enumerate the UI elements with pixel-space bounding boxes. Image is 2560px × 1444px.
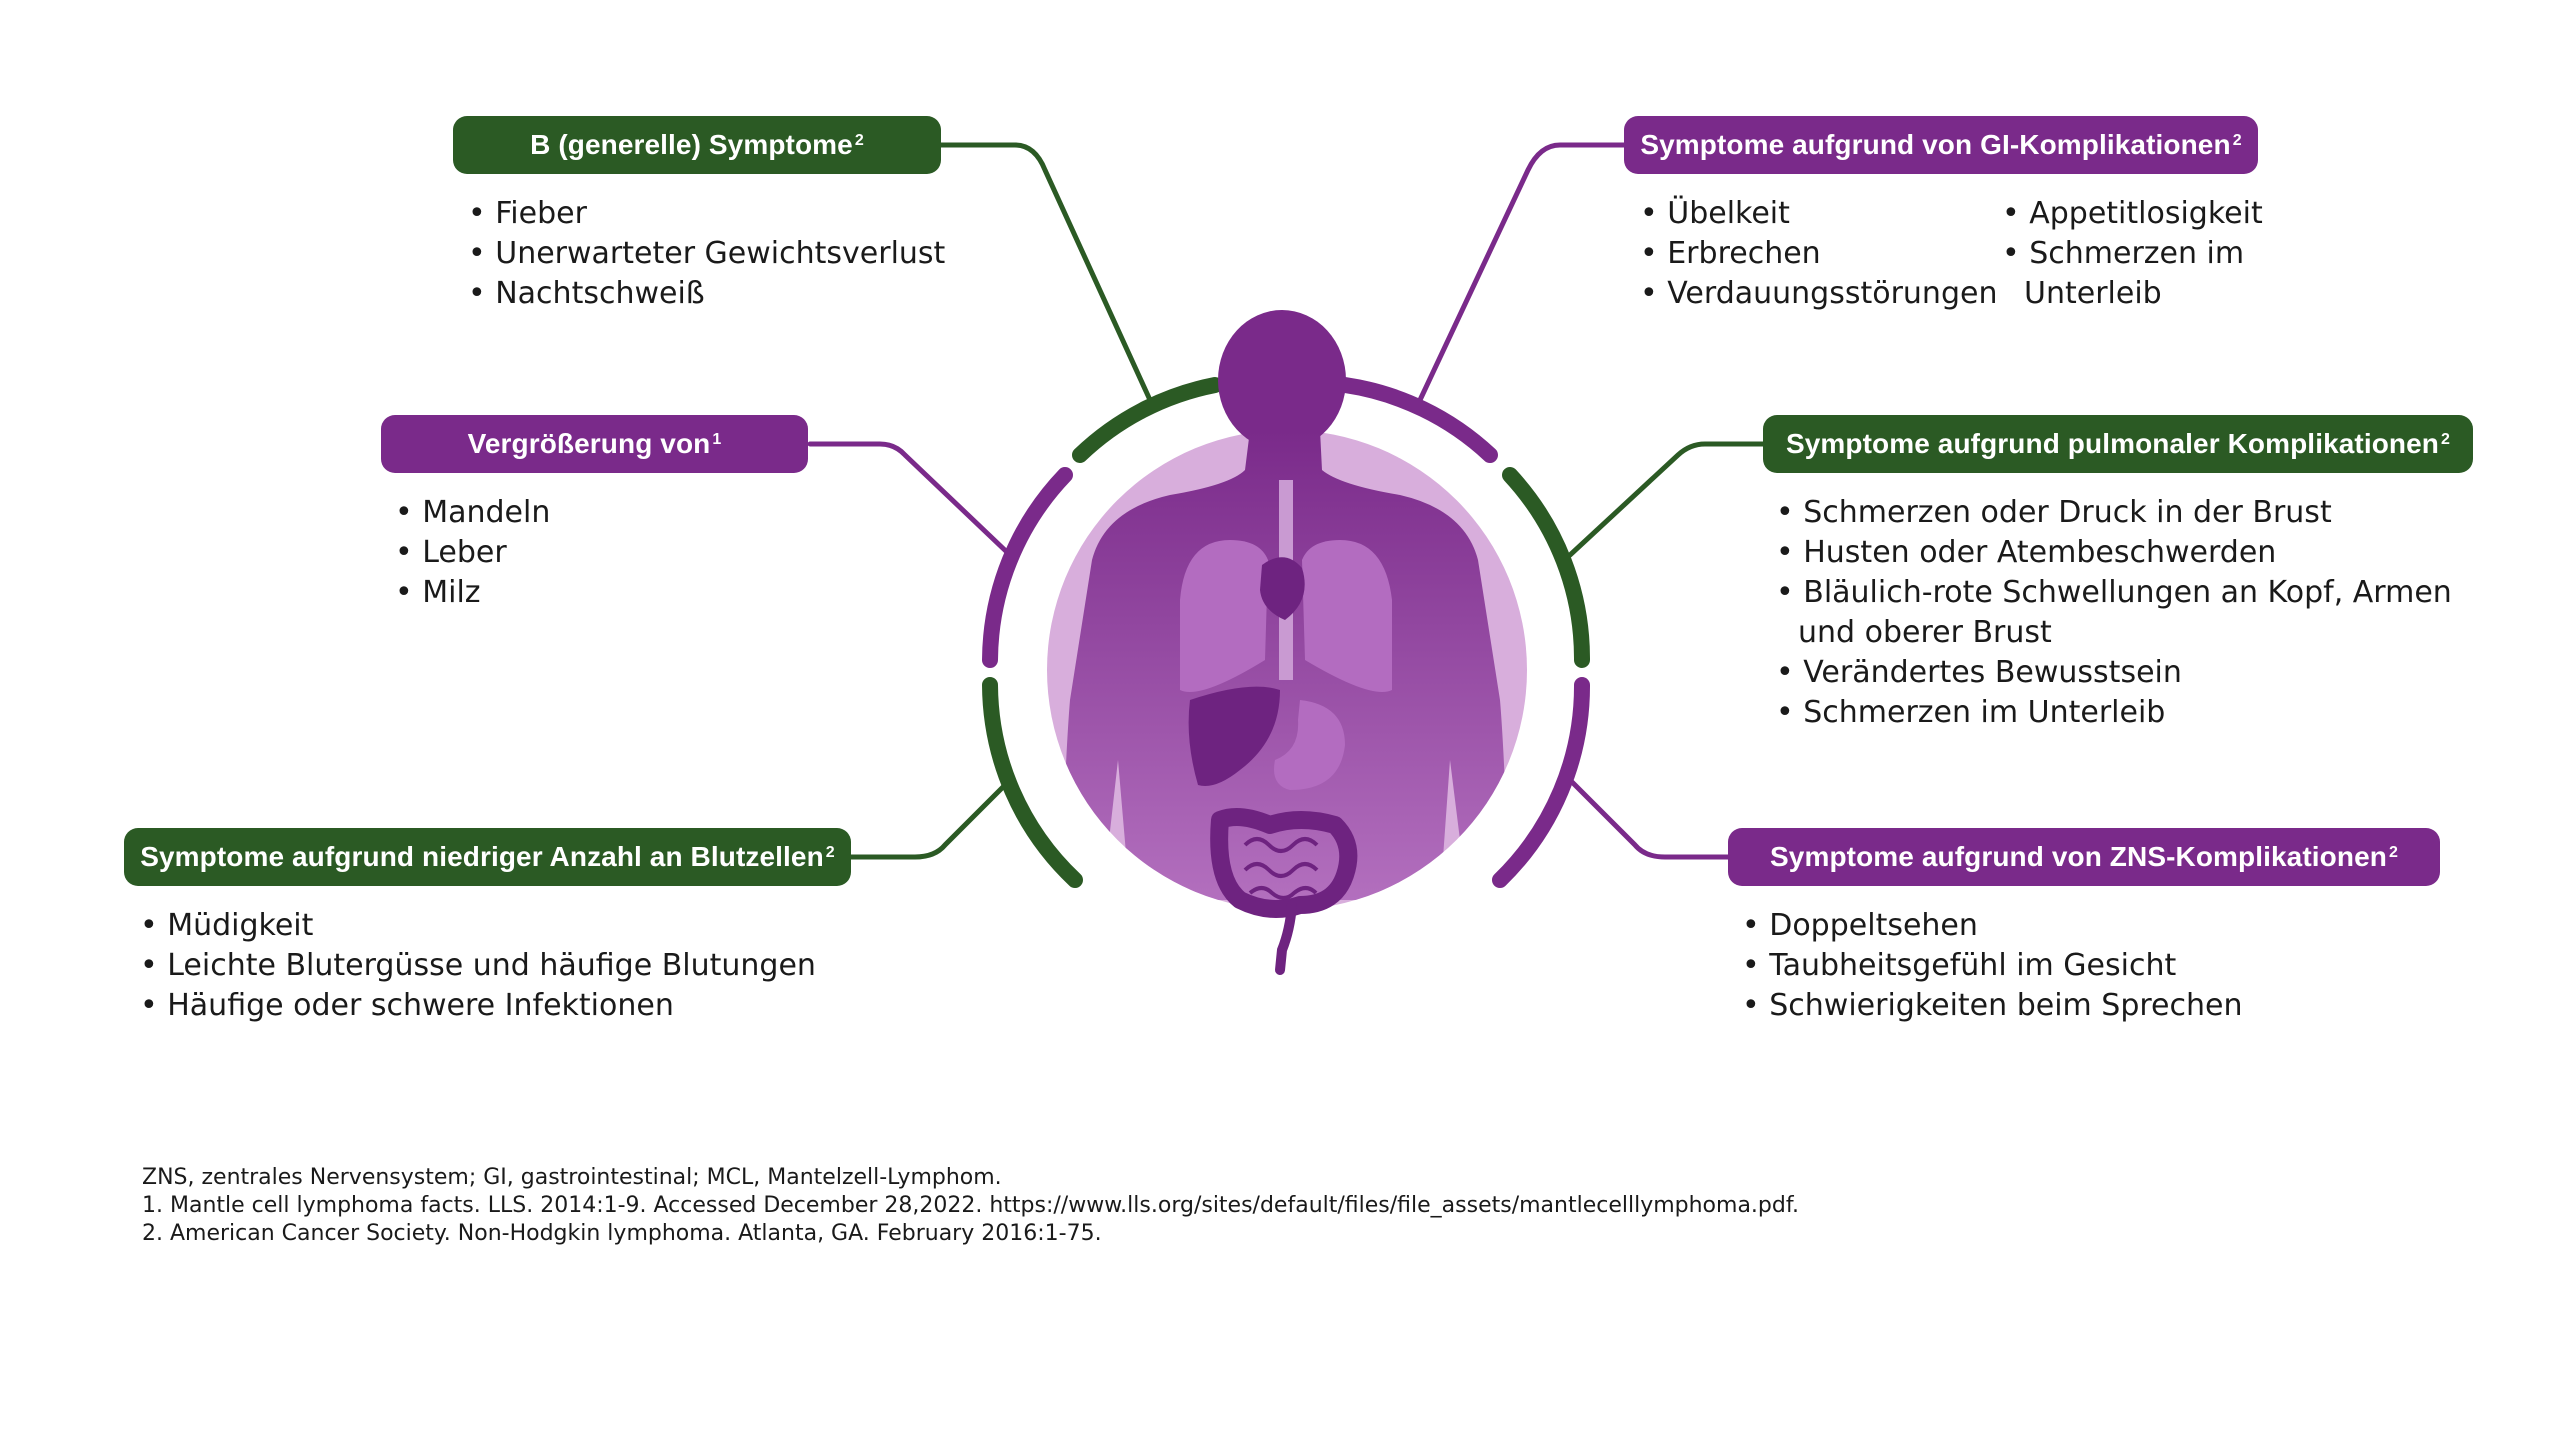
list-item: • Appetitlosigkeit: [2002, 196, 2263, 231]
list-item: • Milz: [395, 575, 481, 610]
vergroesserung-title: Vergrößerung von: [467, 428, 711, 459]
footnote-ref-1: 1. Mantle cell lymphoma facts. LLS. 2014…: [142, 1193, 1799, 1218]
gi-list-left: • Übelkeit • Erbrechen • Verdauungsstöru…: [1640, 194, 1997, 314]
rectum: [1275, 900, 1297, 975]
b-symptome-title: B (generelle) Symptome: [530, 129, 853, 160]
connector-blutzellen: [847, 782, 1008, 860]
left-lung: [1180, 540, 1268, 692]
heart: [1260, 557, 1305, 620]
ring-arc-right-lower: [1492, 677, 1591, 888]
list-item: • Schmerzen im Unterleib: [1776, 695, 2166, 730]
list-item: • Taubheitsgefühl im Gesicht: [1742, 948, 2177, 983]
ring-arc-right-upper: [1502, 467, 1591, 668]
list-item: • Leber: [395, 535, 507, 570]
zns-header: Symptome aufgrund von ZNS-Komplikationen…: [1728, 828, 2440, 886]
list-item: • Häufige oder schwere Infektionen: [140, 988, 674, 1023]
footnote-abbreviations: ZNS, zentrales Nervensystem; GI, gastroi…: [142, 1165, 1002, 1190]
b-symptome-list: • Fieber • Unerwarteter Gewichtsverlust …: [468, 194, 945, 314]
list-item: • Fieber: [468, 196, 587, 231]
head-silhouette: [1218, 310, 1346, 450]
list-item: und oberer Brust: [1798, 615, 2052, 650]
stomach: [1274, 700, 1345, 790]
list-item: • Verändertes Bewusstsein: [1776, 655, 2182, 690]
ring-arc-left-lower: [982, 677, 1083, 888]
connector-pulmonal: [1567, 441, 1768, 558]
connector-zns: [1567, 777, 1733, 860]
footnote-ref-2: 2. American Cancer Society. Non-Hodgkin …: [142, 1221, 1102, 1246]
gi-title: Symptome aufgrund von GI-Komplikationen: [1640, 129, 2231, 160]
list-item: • Husten oder Atembeschwerden: [1776, 535, 2277, 570]
ring-arc-top-right: [1337, 377, 1498, 463]
list-item: • Verdauungsstörungen: [1640, 276, 1998, 311]
list-item: • Schmerzen im: [2002, 236, 2245, 271]
ring-arc-left-upper: [982, 467, 1073, 668]
zns-title: Symptome aufgrund von ZNS-Komplikationen: [1770, 841, 2387, 872]
list-item: • Bläulich-rote Schwellungen an Kopf, Ar…: [1776, 575, 2452, 610]
pulmonal-list: • Schmerzen oder Druck in der Brust • Hu…: [1776, 493, 2452, 733]
list-item: • Doppeltsehen: [1742, 908, 1978, 943]
vergroesserung-list: • Mandeln • Leber • Milz: [395, 493, 550, 613]
zns-list: • Doppeltsehen • Taubheitsgefühl im Gesi…: [1742, 906, 2242, 1026]
ring-arc-top-left: [1072, 377, 1223, 463]
gi-list-right: • Appetitlosigkeit • Schmerzen im Unterl…: [2002, 194, 2263, 314]
large-intestine: [1210, 807, 1358, 918]
list-item: • Leichte Blutergüsse und häufige Blutun…: [140, 948, 816, 983]
blutzellen-ref: 2: [825, 844, 835, 861]
pulmonal-ref: 2: [2441, 431, 2451, 448]
gi-ref: 2: [2232, 132, 2242, 149]
list-item: • Übelkeit: [1640, 196, 1790, 231]
b-symptome-ref: 2: [854, 132, 864, 149]
footnotes: ZNS, zentrales Nervensystem; GI, gastroi…: [142, 1164, 1799, 1248]
right-lung: [1302, 540, 1392, 692]
list-item: • Unerwarteter Gewichtsverlust: [468, 236, 946, 271]
connector-vergroesserung: [807, 441, 1013, 558]
list-item: • Schwierigkeiten beim Sprechen: [1742, 988, 2243, 1023]
connector-gi: [1417, 142, 1628, 403]
list-item: • Schmerzen oder Druck in der Brust: [1776, 495, 2332, 530]
pulmonal-title: Symptome aufgrund pulmonaler Komplikatio…: [1785, 428, 2440, 459]
blutzellen-list: • Müdigkeit • Leichte Blutergüsse und hä…: [140, 906, 816, 1026]
pulmonal-header: Symptome aufgrund pulmonaler Komplikatio…: [1763, 415, 2473, 473]
blutzellen-title: Symptome aufgrund niedriger Anzahl an Bl…: [140, 841, 824, 872]
small-intestine: [1243, 837, 1319, 900]
list-item: • Müdigkeit: [140, 908, 314, 943]
list-item: • Mandeln: [395, 495, 551, 530]
list-item: • Nachtschweiß: [468, 276, 705, 311]
connector-b-symptome: [937, 142, 1153, 403]
liver: [1188, 686, 1280, 786]
blutzellen-header: Symptome aufgrund niedriger Anzahl an Bl…: [124, 828, 851, 886]
vergroesserung-ref: 1: [712, 431, 722, 448]
list-item: Unterleib: [2024, 276, 2162, 311]
body-illustration: [1047, 310, 1527, 975]
zns-ref: 2: [2388, 844, 2398, 861]
list-item: • Erbrechen: [1640, 236, 1821, 271]
